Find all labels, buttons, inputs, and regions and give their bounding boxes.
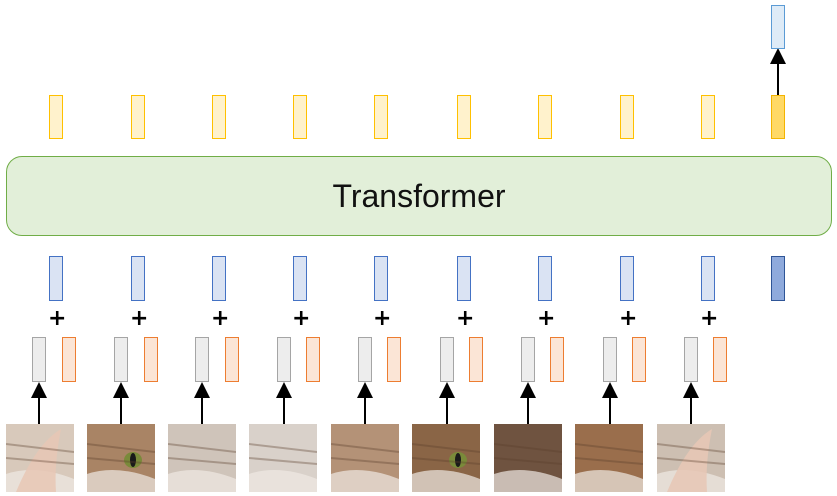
- linear-projection-token: [114, 337, 128, 382]
- patch-embedding-token: [49, 256, 63, 301]
- transformer-block: Transformer: [6, 156, 832, 236]
- plus-sign: +: [292, 306, 311, 331]
- output-token: [538, 95, 552, 139]
- linear-projection-token: [195, 337, 209, 382]
- position-embedding-token: [387, 337, 401, 382]
- linear-projection-token: [32, 337, 46, 382]
- linear-projection-token: [440, 337, 454, 382]
- position-embedding-token: [550, 337, 564, 382]
- linear-projection-token: [521, 337, 535, 382]
- output-token: [49, 95, 63, 139]
- image-patch: [6, 424, 74, 492]
- patch-embedding-token: [131, 256, 145, 301]
- output-token: [131, 95, 145, 139]
- image-patch: [87, 424, 155, 492]
- output-token: [374, 95, 388, 139]
- linear-projection-token: [277, 337, 291, 382]
- class-output-token: [771, 95, 785, 139]
- output-token: [457, 95, 471, 139]
- patch-embedding-token: [457, 256, 471, 301]
- class-embedding-token: [771, 256, 785, 301]
- output-token: [701, 95, 715, 139]
- image-patch: [494, 424, 562, 492]
- output-token: [293, 95, 307, 139]
- patch-embedding-token: [620, 256, 634, 301]
- patch-embedding-token: [538, 256, 552, 301]
- position-embedding-token: [632, 337, 646, 382]
- image-patch: [657, 424, 725, 492]
- plus-sign: +: [700, 306, 719, 331]
- output-token: [620, 95, 634, 139]
- patch-embedding-token: [374, 256, 388, 301]
- plus-sign: +: [48, 306, 67, 331]
- linear-projection-token: [603, 337, 617, 382]
- plus-sign: +: [130, 306, 149, 331]
- patch-embedding-token: [701, 256, 715, 301]
- position-embedding-token: [306, 337, 320, 382]
- position-embedding-token: [713, 337, 727, 382]
- transformer-label: Transformer: [332, 177, 506, 214]
- output-token: [212, 95, 226, 139]
- image-patch: [168, 424, 236, 492]
- image-patch: [412, 424, 480, 492]
- patch-embedding-token: [293, 256, 307, 301]
- classification-head-token: [771, 5, 785, 49]
- plus-sign: +: [537, 306, 556, 331]
- plus-sign: +: [619, 306, 638, 331]
- plus-sign: +: [211, 306, 230, 331]
- position-embedding-token: [225, 337, 239, 382]
- plus-sign: +: [373, 306, 392, 331]
- linear-projection-token: [358, 337, 372, 382]
- plus-sign: +: [456, 306, 475, 331]
- image-patch: [575, 424, 643, 492]
- position-embedding-token: [62, 337, 76, 382]
- position-embedding-token: [144, 337, 158, 382]
- linear-projection-token: [684, 337, 698, 382]
- image-patch: [249, 424, 317, 492]
- image-patch: [331, 424, 399, 492]
- position-embedding-token: [469, 337, 483, 382]
- patch-embedding-token: [212, 256, 226, 301]
